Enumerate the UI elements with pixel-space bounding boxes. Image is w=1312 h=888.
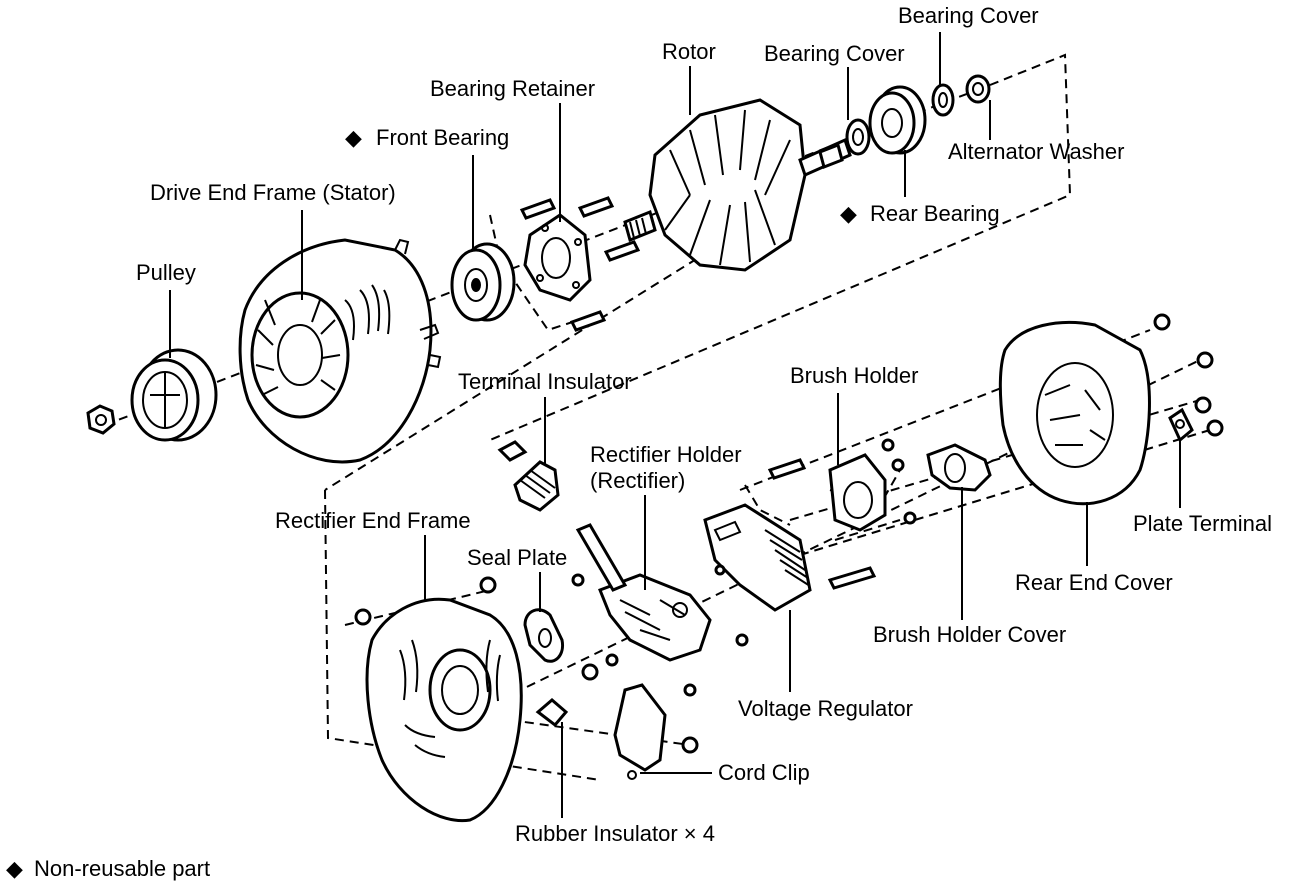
rear-end-cover bbox=[998, 320, 1151, 506]
rear-nuts bbox=[1153, 313, 1224, 437]
label-plate-terminal: Plate Terminal bbox=[1133, 511, 1272, 536]
label-bearing-retainer: Bearing Retainer bbox=[430, 76, 595, 101]
bearing-cover-2 bbox=[931, 83, 955, 117]
label-rectifier-end-frame: Rectifier End Frame bbox=[275, 508, 471, 533]
label-rear-bearing-marker: ◆ bbox=[840, 201, 857, 226]
label-front-bearing: Front Bearing bbox=[376, 125, 509, 150]
terminal-insulator bbox=[497, 440, 560, 512]
bearing-retainer bbox=[523, 213, 592, 302]
rectifier-end-frame bbox=[354, 576, 599, 823]
label-seal-plate: Seal Plate bbox=[467, 545, 567, 570]
label-rectifier-holder-1: Rectifier Holder bbox=[590, 442, 742, 467]
legend-symbol: ◆ bbox=[6, 856, 23, 881]
pulley-nut bbox=[86, 404, 116, 435]
label-drive-end-frame: Drive End Frame (Stator) bbox=[150, 180, 396, 205]
cord-clip bbox=[613, 683, 699, 780]
label-front-bearing-marker: ◆ bbox=[345, 125, 362, 150]
alternator-washer bbox=[965, 74, 991, 104]
brush-holder-cover bbox=[926, 443, 992, 492]
label-cord-clip: Cord Clip bbox=[718, 760, 810, 785]
legend-text: Non-reusable part bbox=[34, 856, 210, 881]
retainer-screws bbox=[519, 196, 641, 332]
leader-lines bbox=[169, 32, 1181, 818]
rectifier-holder bbox=[571, 523, 749, 697]
seal-plate bbox=[523, 608, 565, 663]
rubber-insulator bbox=[535, 698, 569, 728]
bearing-cover-1 bbox=[845, 118, 871, 156]
label-brush-holder-cover: Brush Holder Cover bbox=[873, 622, 1066, 647]
label-rectifier-holder-2: (Rectifier) bbox=[590, 468, 685, 493]
label-bearing-cover-2: Bearing Cover bbox=[898, 3, 1039, 28]
rotor bbox=[623, 98, 852, 272]
front-bearing bbox=[450, 242, 516, 322]
label-rotor: Rotor bbox=[662, 39, 716, 64]
plate-terminal bbox=[1168, 407, 1194, 443]
drive-end-frame bbox=[238, 238, 442, 464]
legend: ◆ Non-reusable part bbox=[6, 856, 210, 881]
label-rubber-insulator: Rubber Insulator × 4 bbox=[515, 821, 715, 846]
label-brush-holder: Brush Holder bbox=[790, 363, 918, 388]
label-rear-end-cover: Rear End Cover bbox=[1015, 570, 1173, 595]
labels: Rotor Bearing Cover Bearing Cover Bearin… bbox=[136, 3, 1272, 846]
label-voltage-regulator: Voltage Regulator bbox=[738, 696, 913, 721]
label-bearing-cover-1: Bearing Cover bbox=[764, 41, 905, 66]
label-pulley: Pulley bbox=[136, 260, 196, 285]
label-alternator-washer: Alternator Washer bbox=[948, 139, 1124, 164]
label-terminal-insulator: Terminal Insulator bbox=[458, 369, 632, 394]
label-rear-bearing: Rear Bearing bbox=[870, 201, 1000, 226]
voltage-regulator bbox=[703, 503, 812, 612]
brush-holder bbox=[767, 438, 917, 590]
rear-bearing bbox=[868, 85, 927, 155]
pulley bbox=[130, 348, 218, 442]
